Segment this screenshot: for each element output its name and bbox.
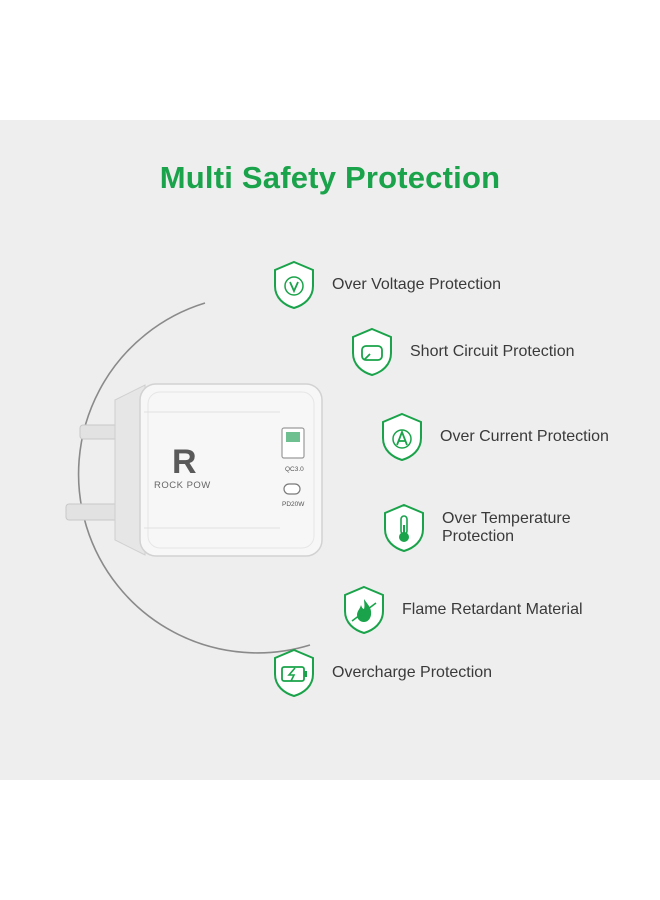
- feature-label: Flame Retardant Material: [402, 601, 583, 618]
- feature-over-temperature: Over Temperature Protection: [382, 503, 571, 553]
- battery-icon: [274, 648, 314, 698]
- thermometer-icon: [384, 503, 424, 553]
- short-circuit-icon: [352, 327, 392, 377]
- current-icon: [382, 412, 422, 462]
- usb-a-label: QC3.0: [285, 466, 304, 473]
- brand-name: ROCK POW: [154, 480, 211, 491]
- feature-label: Overcharge Protection: [332, 664, 493, 681]
- page-title: Multi Safety Protection: [159, 160, 501, 195]
- feature-label: Over Voltage Protection: [332, 276, 501, 293]
- feature-label: Short Circuit Protection: [410, 343, 575, 360]
- feature-overcharge: Overcharge Protection: [272, 648, 492, 698]
- feature-short-circuit: Short Circuit Protection: [350, 327, 575, 377]
- feature-label: Over Current Protection: [440, 428, 609, 445]
- background-panel: [0, 120, 660, 780]
- flame-icon: [344, 585, 384, 635]
- logo-letter: R: [172, 443, 197, 481]
- feature-over-voltage: Over Voltage Protection: [272, 260, 501, 310]
- charger-image: QC3.0 PD20W R ROCK POW: [65, 383, 323, 557]
- voltage-icon: [274, 260, 314, 310]
- feature-label: Over Temperature Protection: [442, 510, 571, 545]
- feature-flame-retardant: Flame Retardant Material: [342, 585, 583, 635]
- usb-c-label: PD20W: [282, 501, 305, 508]
- feature-over-current: Over Current Protection: [380, 412, 609, 462]
